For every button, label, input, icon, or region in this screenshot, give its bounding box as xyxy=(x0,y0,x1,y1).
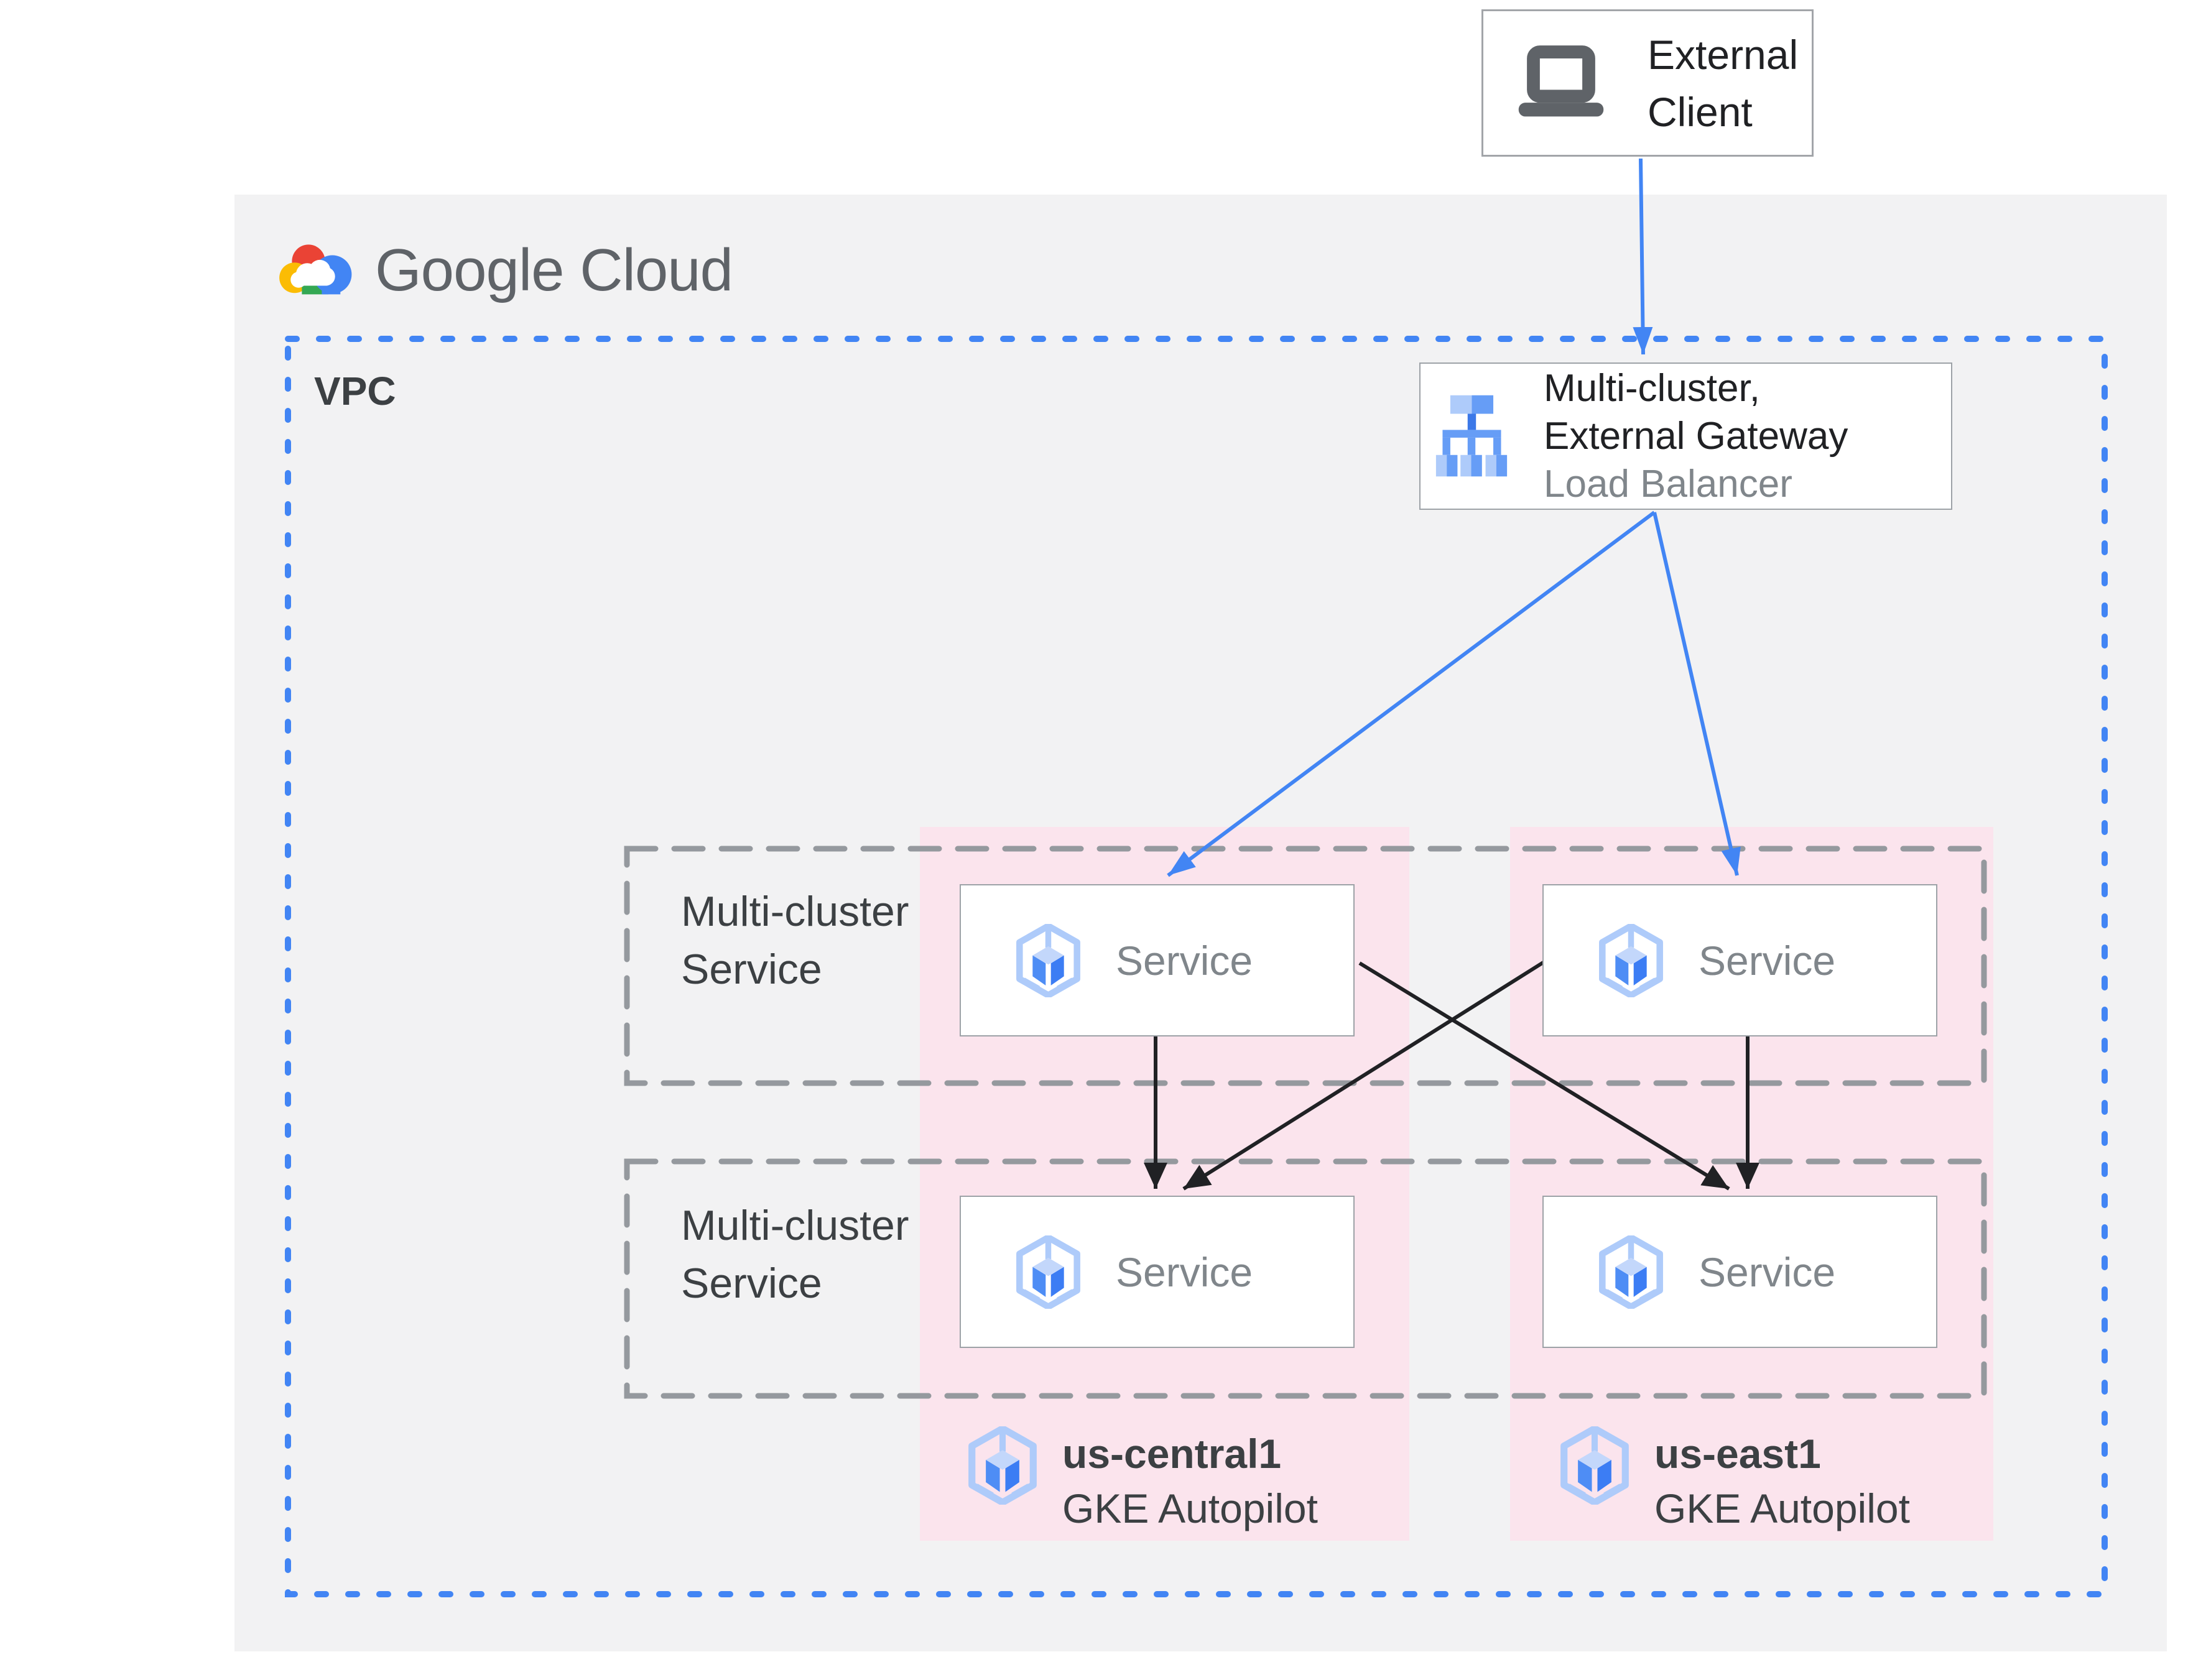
cluster-platform: GKE Autopilot xyxy=(1654,1485,1910,1531)
service-label: Service xyxy=(1699,1248,1836,1295)
multicluster-service-row1-label: Multi-cluster Service xyxy=(681,883,909,999)
service-node-us-east1-row2: Service xyxy=(1542,1196,1937,1348)
load-balancer-icon xyxy=(1435,395,1508,477)
load-balancer-node: Multi-cluster, External Gateway Load Bal… xyxy=(1419,362,1952,510)
gke-service-icon xyxy=(1016,1235,1080,1309)
load-balancer-title-line1: Multi-cluster, xyxy=(1544,367,1760,410)
google-cloud-logo-text: Google Cloud xyxy=(375,237,733,303)
load-balancer-title-line2: External Gateway xyxy=(1544,415,1848,458)
cluster-region-name: us-central1 xyxy=(1062,1431,1282,1477)
service-node-us-east1-row1: Service xyxy=(1542,884,1937,1036)
cluster-label: us-east1 GKE Autopilot xyxy=(1654,1426,1910,1536)
service-label: Service xyxy=(1116,1248,1253,1295)
external-client-node: External Client xyxy=(1481,9,1814,157)
gke-service-icon xyxy=(1016,923,1080,997)
service-label: Service xyxy=(1699,937,1836,984)
gke-service-icon xyxy=(1599,1235,1663,1309)
service-label: Service xyxy=(1116,937,1253,984)
cluster-tag-us-east1: us-east1 GKE Autopilot xyxy=(1560,1426,1910,1536)
gke-service-icon xyxy=(1599,923,1663,997)
laptop-icon xyxy=(1518,45,1604,116)
service-node-us-central1-row1: Service xyxy=(960,884,1355,1036)
gke-cluster-icon xyxy=(1560,1426,1629,1505)
external-client-label-line2: Client xyxy=(1648,88,1753,135)
cluster-label: us-central1 GKE Autopilot xyxy=(1062,1426,1318,1536)
google-cloud-icon xyxy=(279,244,352,295)
row2-label-line1: Multi-cluster xyxy=(681,1202,909,1249)
row1-label-line2: Service xyxy=(681,946,822,993)
row2-label-line2: Service xyxy=(681,1260,822,1307)
load-balancer-label: Multi-cluster, External Gateway Load Bal… xyxy=(1544,364,1848,508)
vpc-label: VPC xyxy=(314,369,396,413)
service-node-us-central1-row2: Service xyxy=(960,1196,1355,1348)
cluster-tag-us-central1: us-central1 GKE Autopilot xyxy=(968,1426,1318,1536)
external-client-label-line1: External xyxy=(1648,31,1799,78)
load-balancer-subtitle: Load Balancer xyxy=(1544,463,1792,505)
cluster-platform: GKE Autopilot xyxy=(1062,1485,1318,1531)
multicluster-service-row2-label: Multi-cluster Service xyxy=(681,1197,909,1313)
google-cloud-logo: Google Cloud xyxy=(278,236,733,305)
cluster-region-name: us-east1 xyxy=(1654,1431,1821,1477)
gke-cluster-icon xyxy=(968,1426,1037,1505)
external-client-label: External Client xyxy=(1648,26,1798,141)
row1-label-line1: Multi-cluster xyxy=(681,888,909,935)
